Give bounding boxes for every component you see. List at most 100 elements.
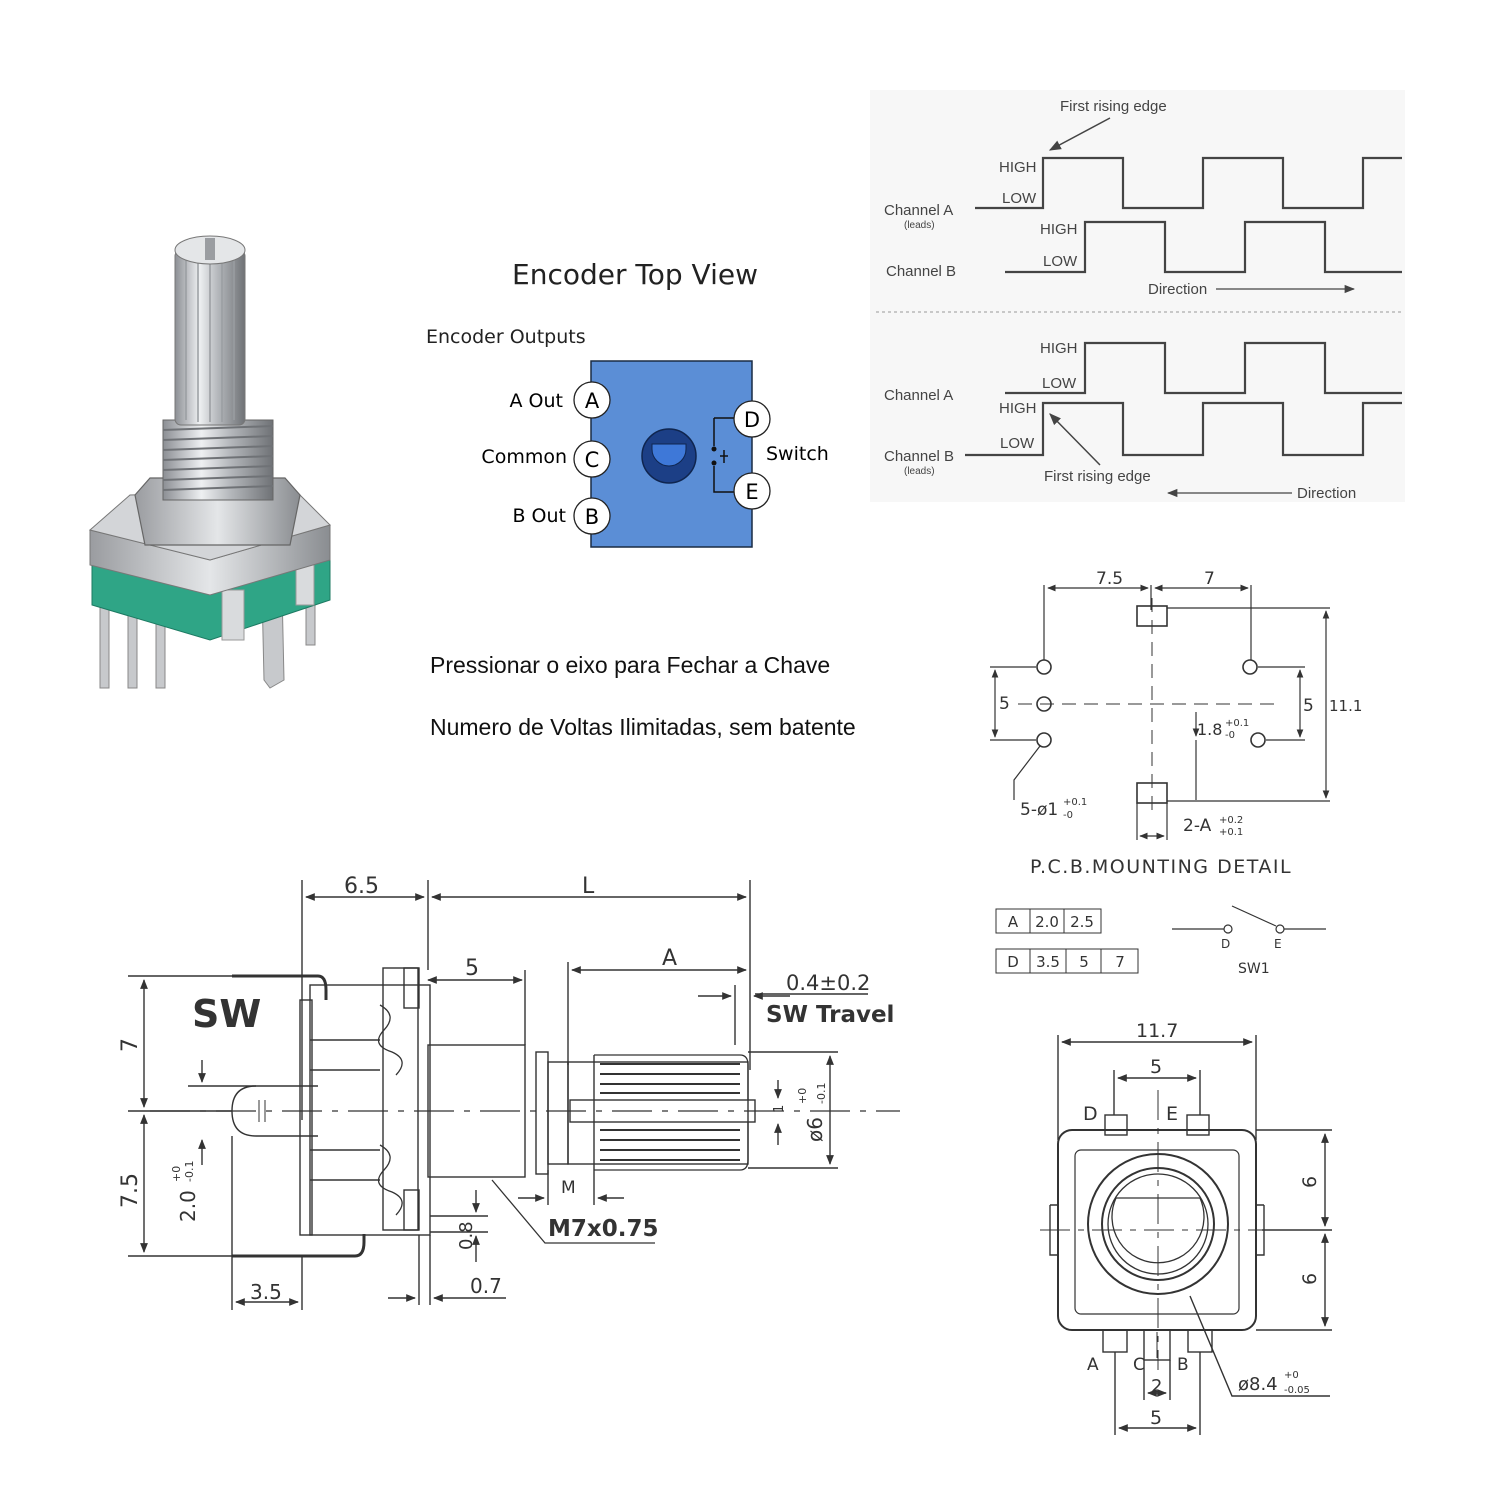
top-b-low: LOW [1043, 253, 1078, 270]
front-dim-117: 11.7 [1136, 1020, 1178, 1042]
top-view-subtitle: Encoder Outputs [426, 326, 586, 348]
bottom-b-low: LOW [1000, 435, 1035, 452]
top-channel-a-sub: (leads) [904, 220, 935, 231]
bottom-channel-b-wave [965, 401, 1402, 457]
table-a-value-2: 2.5 [1070, 913, 1094, 931]
top-channel-b: Channel B [886, 263, 956, 280]
front-pin-e: E [1166, 1103, 1178, 1125]
bottom-b-high: HIGH [999, 400, 1037, 417]
side-dim-20: 2.0 [176, 1190, 200, 1222]
pcb-dim-18-tol-plus: +0.1 [1225, 718, 1249, 729]
bore-tol-minus: -0.05 [1284, 1385, 1310, 1396]
bore-tol-plus: +0 [1284, 1370, 1299, 1381]
note-press-shaft: Pressionar o eixo para Fechar a Chave [430, 652, 831, 678]
table-d-value-2: 5 [1079, 953, 1089, 971]
pcb-dim-5-right: 5 [1303, 696, 1314, 716]
side-dim-a: A [662, 946, 677, 971]
pcb-holes-tol-plus: +0.1 [1063, 797, 1087, 808]
pcb-slot-tol-plus: +0.2 [1219, 815, 1243, 826]
pin-b-letter: B [585, 505, 599, 529]
front-view-drawing [1040, 1035, 1332, 1435]
shaft-tol-plus: +0 [796, 1088, 809, 1104]
pcb-slot-label: 2-A [1183, 816, 1212, 836]
bottom-channel-b-sub: (leads) [904, 466, 935, 477]
side-dim-20-tol-minus: -0.1 [183, 1161, 196, 1182]
pcb-mounting-labels: 7.5 7 5 5 11.1 1.8 +0.1 -0 5-ø1 +0.1 -0 … [999, 569, 1362, 878]
front-pin-c: C [1133, 1355, 1145, 1375]
pcb-dim-5-left: 5 [999, 694, 1010, 714]
top-a-high: HIGH [999, 159, 1037, 176]
front-view-labels: 11.7 5 D E 6 6 A C B 2 5 ø8.4 +0 -0.05 [1083, 1020, 1321, 1429]
pcb-dim-7: 7 [1204, 569, 1215, 589]
sw1-symbol: D E SW1 [1172, 905, 1326, 977]
top-b-high: HIGH [1040, 221, 1078, 238]
table-d-value-3: 7 [1115, 953, 1125, 971]
top-direction: Direction [1148, 281, 1207, 298]
top-channel-a: Channel A [884, 202, 953, 219]
side-dim-l: L [582, 874, 595, 899]
thread-label: M7x0.75 [548, 1216, 658, 1242]
side-dim-07: 0.7 [470, 1274, 502, 1298]
top-view-title: Encoder Top View [512, 258, 758, 291]
top-a-low: LOW [1002, 190, 1037, 207]
bottom-channel-a: Channel A [884, 387, 953, 404]
front-dim-2: 2 [1151, 1376, 1162, 1397]
waveform-background [870, 90, 1405, 502]
sw-travel-label: SW Travel [766, 1002, 894, 1028]
top-channel-b-wave [1005, 220, 1402, 274]
shaft-tol-minus: -0.1 [815, 1083, 828, 1104]
pin-c-letter: C [585, 448, 600, 472]
front-pin-b: B [1177, 1355, 1189, 1375]
side-dim-1: 1 [772, 1105, 787, 1113]
pin-c-label: Common [481, 446, 567, 468]
encoder-top-view: Encoder Top View Encoder Outputs A A Out… [426, 258, 829, 548]
bottom-a-high: HIGH [1040, 340, 1078, 357]
bottom-a-low: LOW [1042, 375, 1077, 392]
top-first-rising-edge: First rising edge [1060, 98, 1167, 115]
pcb-dim-18: 1.8 [1197, 720, 1222, 739]
side-view-drawing [128, 880, 900, 1310]
rotary-encoder-photo [88, 235, 331, 689]
side-dim-65: 6.5 [344, 874, 379, 899]
top-channel-a-wave [975, 156, 1402, 210]
side-dim-08: 0.8 [456, 1221, 477, 1250]
pcb-dim-111: 11.1 [1329, 697, 1362, 715]
bottom-channel-a-wave [1005, 341, 1402, 395]
table-d-value-1: 3.5 [1036, 953, 1060, 971]
waveform-diagram: First rising edge HIGH LOW Channel A (le… [870, 90, 1405, 502]
pcb-holes-tol-minus: -0 [1063, 810, 1073, 821]
pcb-holes-label: 5-ø1 [1020, 800, 1058, 820]
table-a-value-1: 2.0 [1035, 913, 1059, 931]
front-dim-6-upper: 6 [1299, 1176, 1321, 1188]
table-d-label: D [1007, 953, 1019, 971]
bottom-channel-b: Channel B [884, 448, 954, 465]
pin-b-label: B Out [512, 505, 566, 527]
bottom-direction: Direction [1297, 485, 1356, 502]
front-pin-d: D [1083, 1103, 1098, 1125]
sw-travel-value: 0.4±0.2 [786, 971, 870, 995]
shaft-diameter: ø6 [803, 1117, 827, 1142]
side-dim-20-tol-plus: +0 [170, 1166, 183, 1182]
side-dim-7: 7 [118, 1038, 143, 1052]
pcb-dim-75: 7.5 [1096, 569, 1123, 589]
pcb-dimension-table: A 2.0 2.5 D 3.5 5 7 [995, 908, 1139, 974]
side-dim-m: M [561, 1178, 576, 1198]
switch-label: Switch [766, 443, 829, 465]
front-dim-5-top: 5 [1150, 1056, 1162, 1078]
pcb-title: P.C.B.MOUNTING DETAIL [1030, 856, 1292, 878]
pin-d-letter: D [744, 408, 760, 432]
sw-label: SW [192, 992, 261, 1036]
front-dim-5-bottom: 5 [1150, 1407, 1162, 1429]
sw1-label: SW1 [1238, 961, 1270, 977]
sw1-e: E [1274, 937, 1282, 951]
pcb-dim-18-tol-minus: -0 [1225, 730, 1235, 741]
side-dim-75: 7.5 [118, 1173, 143, 1208]
sw1-d: D [1221, 937, 1230, 951]
note-unlimited-turns: Numero de Voltas Ilimitadas, sem batente [430, 714, 856, 740]
bore-diameter: ø8.4 [1238, 1374, 1278, 1395]
table-a-label: A [1008, 913, 1019, 931]
pin-a-letter: A [585, 389, 600, 413]
front-pin-a: A [1087, 1355, 1099, 1375]
pin-a-label: A Out [510, 390, 563, 412]
